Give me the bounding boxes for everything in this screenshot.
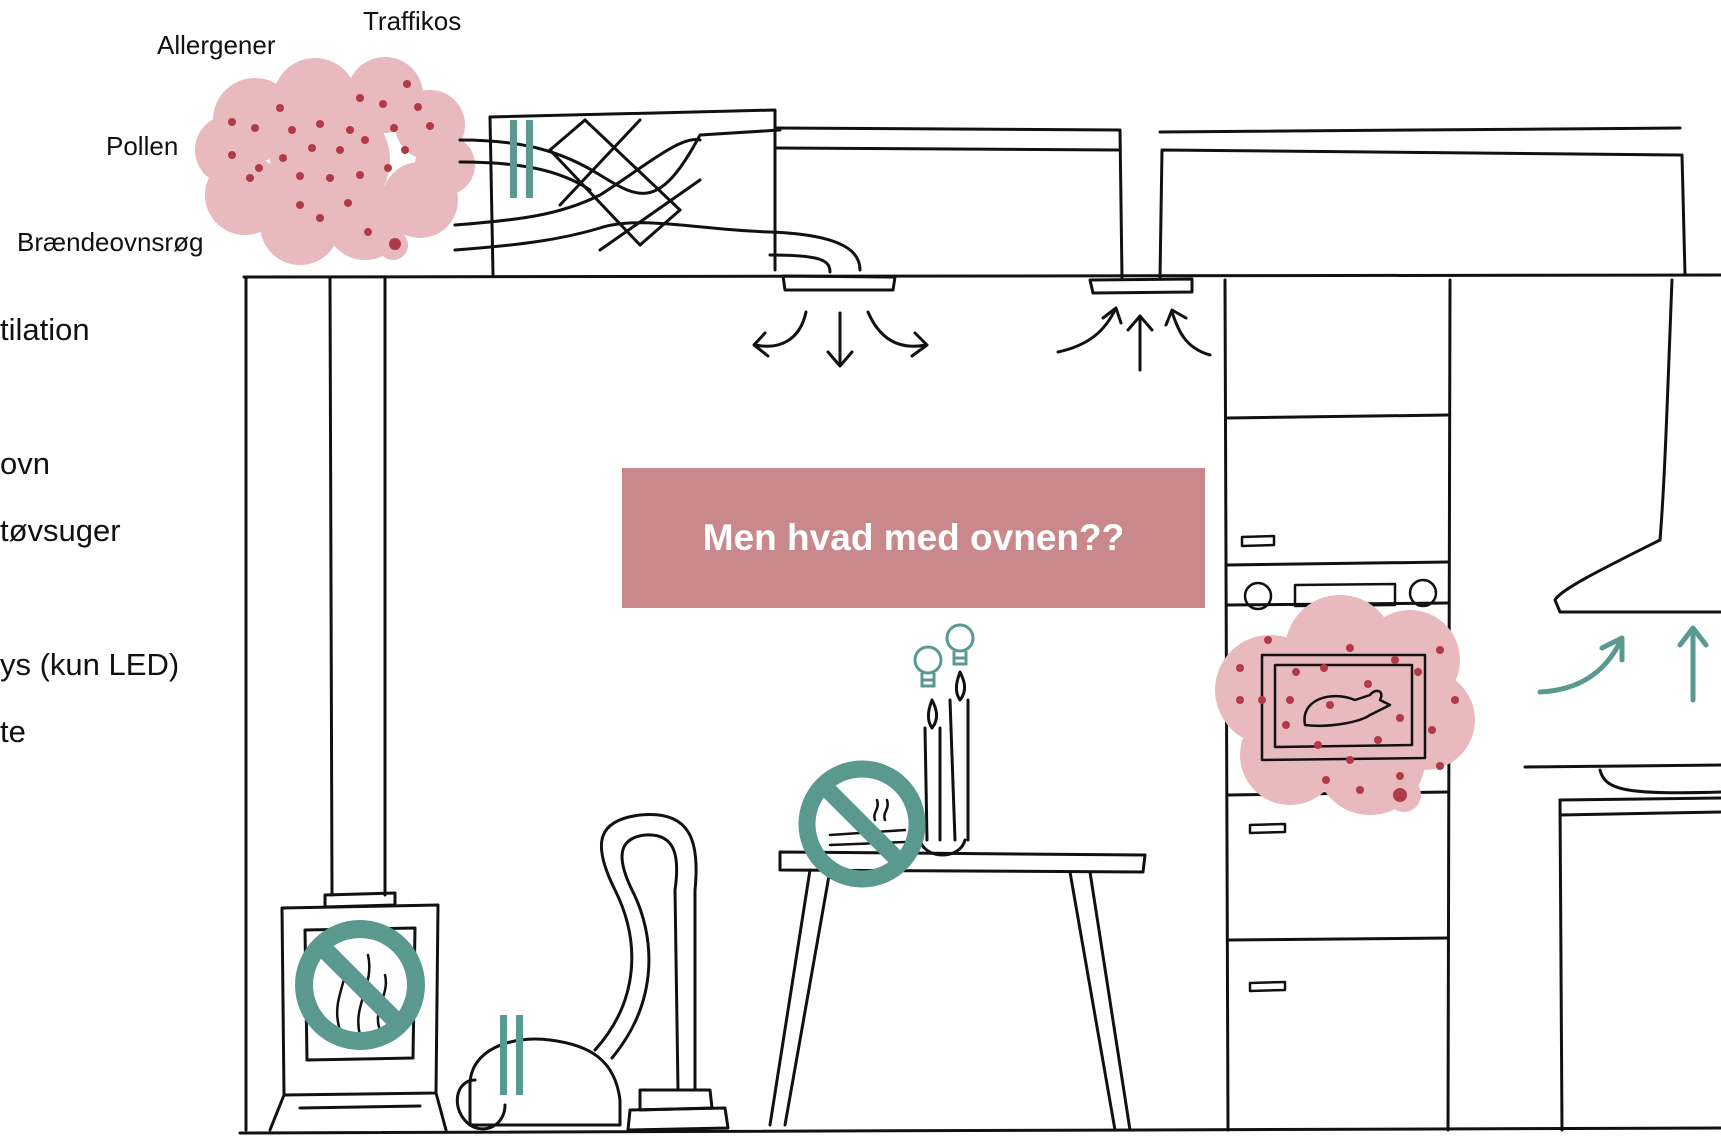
lightbulb-icon [915, 625, 973, 686]
side-list-item: ys (kun LED) [0, 647, 179, 683]
pause-icon [510, 120, 533, 198]
cooktop [1525, 765, 1721, 1130]
air-flow-arrows-icon [754, 308, 1210, 370]
oven-pollution-cloud [1215, 595, 1475, 815]
banner-text: Men hvad med ovnen?? [703, 517, 1124, 559]
arrow-up-icon [1540, 628, 1706, 700]
room-outline [240, 275, 1721, 1133]
side-list-item: ovn [0, 446, 50, 482]
prohibited-icon [807, 769, 917, 879]
vacuum-cleaner [457, 814, 728, 1130]
side-list-item: tilation [0, 312, 90, 348]
outdoor-pollution-cloud [195, 57, 475, 265]
label-pollen: Pollen [106, 131, 178, 162]
side-list-item: te [0, 714, 26, 750]
label-allergens: Allergener [157, 30, 276, 61]
label-woodsmoke: Brændeovnsrøg [17, 227, 203, 258]
ventilation-ducts [455, 110, 1685, 293]
table [770, 852, 1145, 1130]
pause-icon [500, 1015, 523, 1095]
label-traffic: Traffikos [363, 6, 461, 37]
side-list-item: tøvsuger [0, 513, 121, 549]
prohibited-icon [304, 929, 416, 1041]
question-banner: Men hvad med ovnen?? [622, 468, 1205, 608]
